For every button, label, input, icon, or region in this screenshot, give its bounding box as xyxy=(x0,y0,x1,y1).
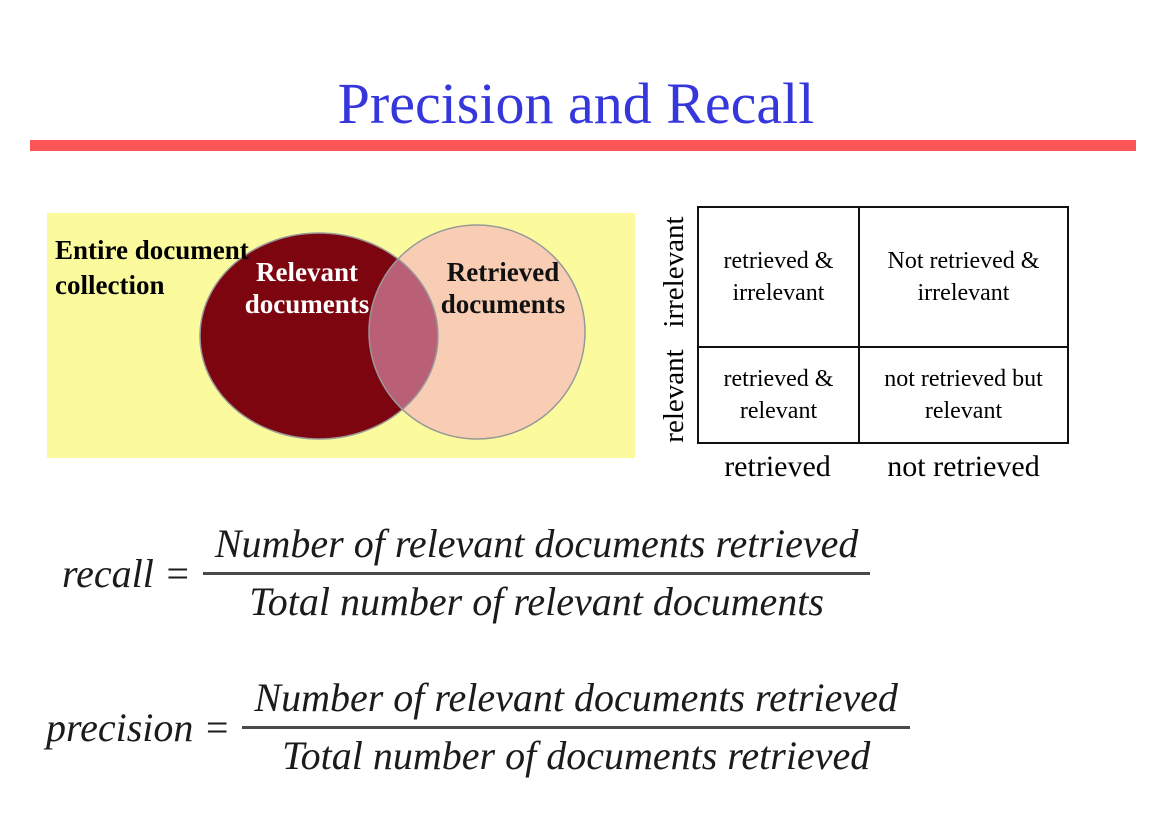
precision-lhs: precision xyxy=(46,704,194,750)
precision-equals-sign: = xyxy=(203,704,231,750)
recall-lhs: recall xyxy=(62,550,154,596)
retrieved-circle-outline xyxy=(368,224,586,440)
contingency-table: retrieved & irrelevant Not retrieved & i… xyxy=(697,206,1069,444)
precision-formula: precision = Number of relevant documents… xyxy=(46,675,910,779)
recall-equals-sign: = xyxy=(163,550,191,596)
table-cell-not-retrieved-relevant: not retrieved but relevant xyxy=(884,365,1043,424)
recall-numerator: Number of relevant documents retrieved xyxy=(214,521,859,566)
table-column-label-not-retrieved: not retrieved xyxy=(887,450,1040,483)
recall-denominator: Total number of relevant documents xyxy=(202,571,871,625)
relevant-documents-label: Relevant documents xyxy=(244,257,370,319)
table-cell-not-retrieved-irrelevant: Not retrieved & irrelevant xyxy=(860,208,1067,348)
table-cell-retrieved-irrelevant: retrieved & irrelevant xyxy=(699,208,860,348)
table-column-label-retrieved: retrieved xyxy=(724,450,831,483)
entire-collection-label: Entire document collection xyxy=(55,235,249,301)
precision-denominator: Total number of documents retrieved xyxy=(242,725,910,779)
recall-formula: recall = Number of relevant documents re… xyxy=(62,521,871,625)
retrieved-documents-label: Retrieved documents xyxy=(440,257,566,319)
venn-diagram xyxy=(199,224,586,440)
table-row-label-relevant: relevant xyxy=(658,349,690,443)
slide-title: Precision and Recall xyxy=(337,70,815,136)
table-cell-retrieved-relevant: retrieved & relevant xyxy=(699,348,860,442)
precision-fraction: Number of relevant documents retrieved T… xyxy=(242,675,910,779)
recall-fraction: Number of relevant documents retrieved T… xyxy=(202,521,871,625)
precision-numerator: Number of relevant documents retrieved xyxy=(254,675,898,720)
title-divider-rule xyxy=(30,140,1136,151)
relevant-circle-outline xyxy=(199,232,439,440)
venn-diagram-panel: Entire document collection Relevant docu… xyxy=(47,213,635,458)
relevant-circle xyxy=(200,233,438,439)
